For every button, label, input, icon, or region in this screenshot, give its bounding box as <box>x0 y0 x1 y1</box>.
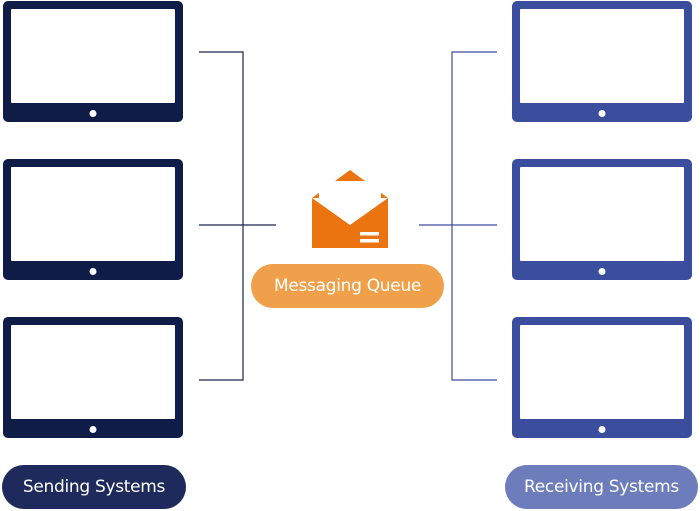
home-button-icon <box>598 268 606 275</box>
right-bracket-line <box>451 51 497 381</box>
envelope-icon <box>312 170 388 248</box>
receiving-system-device-1 <box>512 1 692 122</box>
home-button-icon <box>598 426 606 433</box>
device-screen <box>11 9 175 103</box>
sending-system-device-3 <box>3 317 183 438</box>
messaging-queue-label: Messaging Queue <box>251 264 444 308</box>
sending-system-device-2 <box>3 159 183 280</box>
sending-systems-label: Sending Systems <box>2 465 186 509</box>
device-screen <box>520 167 684 261</box>
sending-system-device-1 <box>3 1 183 122</box>
receiving-system-device-2 <box>512 159 692 280</box>
device-screen <box>11 325 175 419</box>
device-screen <box>11 167 175 261</box>
device-screen <box>520 325 684 419</box>
receiving-systems-label: Receiving Systems <box>505 465 698 509</box>
home-button-icon <box>89 426 97 433</box>
home-button-icon <box>89 268 97 275</box>
home-button-icon <box>89 110 97 117</box>
receiving-system-device-3 <box>512 317 692 438</box>
home-button-icon <box>598 110 606 117</box>
left-bracket-line <box>199 51 244 381</box>
device-screen <box>520 9 684 103</box>
